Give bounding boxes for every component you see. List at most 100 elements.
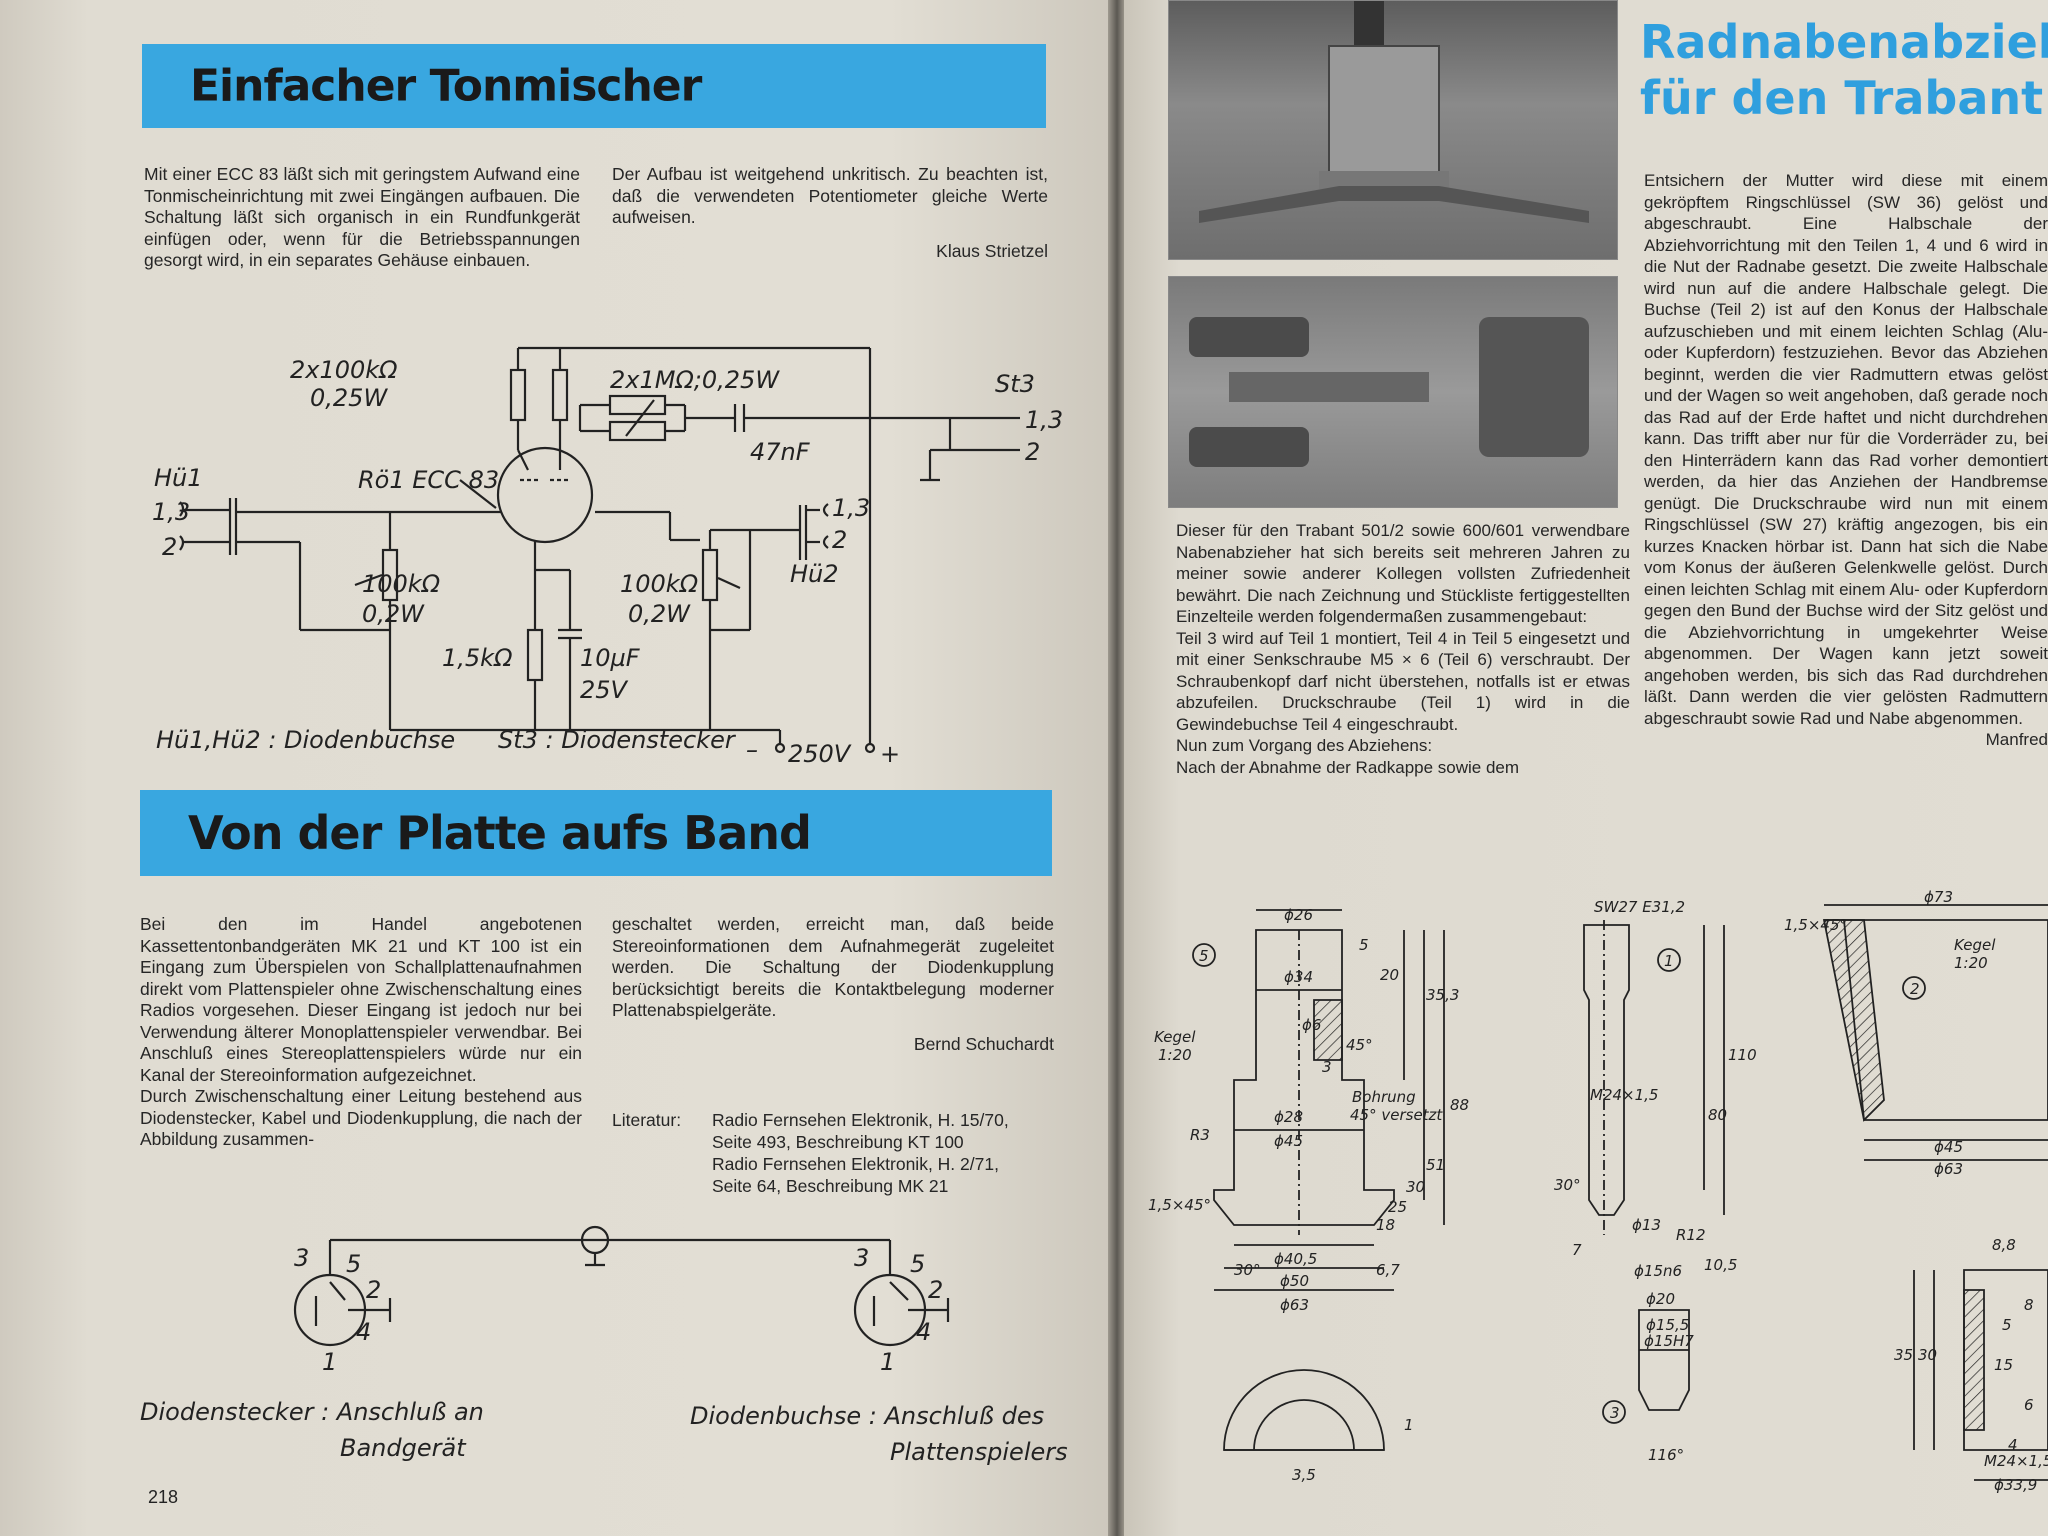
- dim-d63b: ϕ63: [1934, 1160, 1963, 1178]
- literature-label: Literatur:: [612, 1110, 682, 1130]
- bohrung-label: Bohrung: [1352, 1088, 1416, 1106]
- r-top-watt: 0,25W: [310, 384, 388, 412]
- dim-v30b: 30: [1918, 1346, 1937, 1364]
- dim-v35: 3,5: [1292, 1466, 1316, 1484]
- article3-title-line-1: Radnabenabzieher: [1640, 15, 2048, 69]
- kegel-ratio-1: 1:20: [1158, 1046, 1192, 1064]
- article3-col-left-heading: Nun zum Vorgang des Abziehens:: [1176, 736, 1433, 755]
- article3-col-left-assembly: Teil 3 wird auf Teil 1 montiert, Teil 4 …: [1176, 628, 1630, 734]
- dim-chamfer: 1,5×45°: [1148, 1196, 1211, 1214]
- dim-d45: ϕ45: [1274, 1132, 1303, 1150]
- dim-v8: 8: [2024, 1296, 2034, 1314]
- dim-d13: ϕ13: [1632, 1216, 1661, 1234]
- article2-col2: geschaltet werden, erreicht man, daß bei…: [612, 914, 1054, 1055]
- socket-caption-1: Diodenbuchse : Anschluß des: [690, 1402, 1044, 1430]
- plug-pin-1: 1: [322, 1348, 337, 1376]
- bohrung-offset: 45° versetzt: [1350, 1106, 1443, 1124]
- dim-v353: 35,3: [1426, 986, 1459, 1004]
- dim-v51: 51: [1426, 1156, 1445, 1174]
- article2-author: Bernd Schuchardt: [913, 1033, 1054, 1054]
- photo-assembled-puller: [1168, 0, 1618, 260]
- article1-title: Einfacher Tonmischer: [190, 60, 702, 112]
- article3-title: Radnabenabzieher für den Trabant: [1640, 14, 2048, 126]
- pot1-watt: 0,2W: [362, 600, 425, 628]
- dim-angle30b: 30°: [1554, 1176, 1581, 1194]
- dim-d15h7: ϕ15H7: [1644, 1332, 1694, 1350]
- article3-title-line-2: für den Trabant: [1640, 71, 2044, 125]
- legend-mid: St3 : Diodenstecker: [498, 726, 737, 754]
- dim-v5b: 5: [2002, 1316, 2012, 1334]
- article1-col1-text: Mit einer ECC 83 läßt sich mit geringste…: [144, 164, 580, 270]
- literature-line-4: Seite 64, Beschreibung MK 21: [712, 1176, 949, 1196]
- hu2-pins: 1,3: [832, 494, 870, 522]
- hu1-label: Hü1: [154, 464, 203, 492]
- voltage-label: 250V: [788, 740, 852, 768]
- cable-schematic: 3 5 2 4 1 3 5 2 4 1 Diodenstecker : Ansc…: [140, 1225, 1068, 1466]
- dim-v88: 88: [1450, 1096, 1469, 1114]
- left-page: Einfacher Tonmischer Mit einer ECC 83 lä…: [0, 0, 1110, 1536]
- plug-pin-3: 3: [294, 1244, 309, 1272]
- dim-v67: 6,7: [1376, 1261, 1400, 1279]
- dim-v35b: 35: [1894, 1346, 1913, 1364]
- article2-title: Von der Platte aufs Band: [188, 806, 812, 860]
- article2-col2-text: geschaltet werden, erreicht man, daß bei…: [612, 914, 1054, 1020]
- plug-caption-2: Bandgerät: [340, 1434, 467, 1462]
- article1-author: Klaus Strietzel: [936, 240, 1048, 261]
- plug-pin-2: 2: [366, 1276, 381, 1304]
- tube-label: Rö1 ECC 83: [358, 466, 499, 494]
- dim-v88b: 8,8: [1992, 1236, 2016, 1254]
- puller-technical-drawing: 5 ϕ26 ϕ34 ϕ6 5 20 35,3 45° 3 Kegel 1:20 …: [1148, 890, 2048, 1494]
- dim-v25: 25: [1388, 1198, 1407, 1216]
- socket-caption-2: Plattenspielers: [890, 1438, 1068, 1466]
- article2-col1-text: Bei den im Handel angebotenen Kassettent…: [140, 914, 582, 1085]
- dim-d63: ϕ63: [1280, 1296, 1309, 1314]
- dim-d45b: ϕ45: [1934, 1138, 1963, 1156]
- article1-col1: Mit einer ECC 83 läßt sich mit geringste…: [144, 164, 580, 272]
- socket-pin-5: 5: [910, 1250, 925, 1278]
- plug-pin-5: 5: [346, 1250, 361, 1278]
- article1-title-banner: Einfacher Tonmischer: [142, 44, 1046, 128]
- dim-v20: 20: [1380, 966, 1399, 984]
- ck-label: 10µF: [580, 644, 641, 672]
- pot2-watt: 0,2W: [628, 600, 691, 628]
- page-number: 218: [148, 1487, 179, 1507]
- article2-title-banner: Von der Platte aufs Band: [140, 790, 1052, 876]
- literature-line-1: Radio Fernsehen Elektronik, H. 15/70,: [712, 1110, 1009, 1130]
- plug-pin-4: 4: [356, 1318, 371, 1346]
- book-gutter: [1108, 0, 1126, 1536]
- dim-d155: ϕ15,5: [1646, 1316, 1689, 1334]
- article1-col2-text: Der Aufbau ist weitgehend unkritisch. Zu…: [612, 164, 1048, 227]
- pot1-label: 100kΩ: [362, 570, 441, 598]
- dim-d20: ϕ20: [1646, 1290, 1675, 1308]
- dim-d28: ϕ28: [1274, 1108, 1303, 1126]
- dim-angle30: 30°: [1234, 1261, 1261, 1279]
- dim-v110: 110: [1728, 1046, 1757, 1064]
- dim-v18: 18: [1376, 1216, 1395, 1234]
- dim-r12: R12: [1676, 1226, 1706, 1244]
- dim-v7: 7: [1572, 1241, 1582, 1259]
- dim-angle45: 45°: [1346, 1036, 1373, 1054]
- dim-r3: R3: [1190, 1126, 1210, 1144]
- article3-col-right: Entsichern der Mutter wird diese mit ein…: [1644, 170, 2048, 751]
- minus-sign: –: [746, 736, 758, 764]
- article2-col1: Bei den im Handel angebotenen Kassettent…: [140, 914, 582, 1151]
- dim-d34: ϕ34: [1284, 968, 1313, 986]
- pot2-label: 100kΩ: [620, 570, 699, 598]
- r-top-label: 2x100kΩ: [290, 356, 398, 384]
- dim-chamfer2: 1,5×45°: [1784, 916, 1847, 934]
- dim-d26: ϕ26: [1284, 906, 1313, 924]
- right-page: Radnabenabzieher für den Trabant Dieser …: [1124, 0, 2048, 1536]
- mixer-schematic: 2x100kΩ 0,25W 2x1MΩ;0,25W Rö1 ECC 83 47n…: [152, 346, 1063, 768]
- dim-d339: ϕ33,9: [1994, 1476, 2037, 1494]
- cap-label: 47nF: [750, 438, 811, 466]
- socket-pin-3: 3: [854, 1244, 869, 1272]
- hu2-pin2: 2: [832, 526, 847, 554]
- article3-col-left: Dieser für den Trabant 501/2 sowie 600/6…: [1176, 520, 1630, 778]
- literature-line-2: Seite 493, Beschreibung KT 100: [712, 1132, 964, 1152]
- kegel-label-1: Kegel: [1154, 1028, 1196, 1046]
- dim-v4: 4: [2008, 1436, 2018, 1454]
- socket-pin-4: 4: [916, 1318, 931, 1346]
- dim-v105: 10,5: [1704, 1256, 1737, 1274]
- dim-v30: 30: [1406, 1178, 1425, 1196]
- plus-sign: +: [880, 740, 900, 768]
